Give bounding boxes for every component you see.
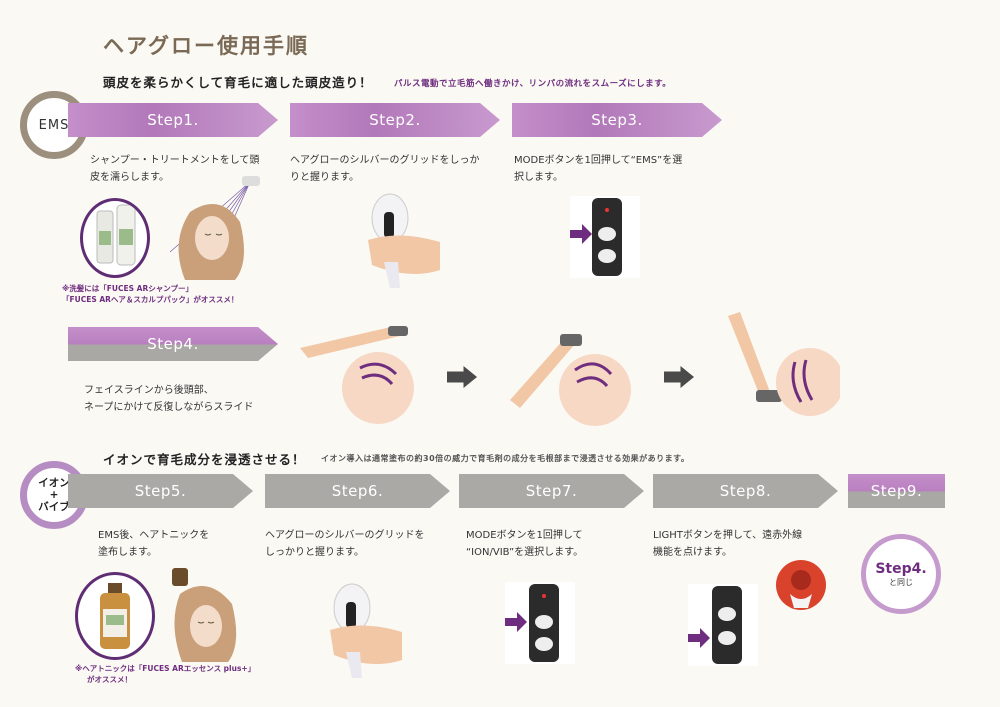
step4-ref-label: Step4. bbox=[875, 560, 927, 577]
step4-description: フェイスラインから後頭部、 ネープにかけて反復しながらスライド bbox=[84, 382, 253, 416]
shampoo-note: ※洗髪には「FUCES ARシャンプー」 「FUCES ARヘア＆スカルプパック… bbox=[62, 283, 238, 305]
step1-label: Step1. bbox=[147, 111, 199, 129]
tonic-woman-illustration bbox=[172, 568, 237, 662]
step2-arrow: Step2. bbox=[290, 103, 500, 137]
step3-desc-line: 択します。 bbox=[514, 172, 563, 183]
note-line: がオススメ！ bbox=[87, 675, 132, 684]
ems-badge-label: EMS bbox=[38, 117, 70, 133]
head-top-illustration bbox=[510, 334, 631, 426]
step7-arrow: Step7. bbox=[459, 474, 644, 508]
step6-label: Step6. bbox=[331, 482, 384, 500]
head-face-illustration bbox=[300, 326, 414, 424]
step5-label: Step5. bbox=[134, 482, 187, 500]
step5-arrow: Step5. bbox=[68, 474, 253, 508]
step5-desc-line: 塗布します。 bbox=[98, 547, 157, 558]
device-grip-illustration bbox=[330, 583, 402, 678]
step6-description: ヘアグローのシルバーのグリッドを しっかりと握ります。 bbox=[265, 527, 425, 561]
step7-description: MODEボタンを1回押して “ION/VIB”を選択します。 bbox=[466, 527, 583, 561]
step7-desc-line: MODEボタンを1回押して bbox=[466, 530, 583, 541]
step9-block: Step9. bbox=[848, 474, 945, 508]
head-back-illustration bbox=[728, 312, 840, 416]
step6-arrow: Step6. bbox=[265, 474, 450, 508]
badge-line: + bbox=[49, 489, 59, 501]
step6-desc-line: しっかりと握ります。 bbox=[265, 547, 364, 558]
step8-desc-line: 機能を点けます。 bbox=[653, 547, 732, 558]
flow-arrow-icon bbox=[664, 366, 694, 388]
step5-desc-line: EMS後、ヘアトニックを bbox=[98, 530, 210, 541]
note-line: ※洗髪には「FUCES ARシャンプー」 bbox=[62, 284, 193, 293]
badge-line: バイブ bbox=[38, 501, 70, 513]
step1-desc-line: 皮を濡らします。 bbox=[90, 172, 169, 183]
step3-label: Step3. bbox=[591, 111, 643, 129]
badge-line: イオン bbox=[38, 477, 70, 489]
same-as-label: と同じ bbox=[889, 577, 913, 587]
step8-arrow: Step8. bbox=[653, 474, 838, 508]
tonic-product-image bbox=[75, 572, 155, 660]
tonic-note: ※ヘアトニックは「FUCES ARエッセンス plus+」 がオススメ！ bbox=[75, 663, 255, 685]
page-title: ヘアグロー使用手順 bbox=[103, 34, 309, 58]
ems-section-heading: 頭皮を柔らかくして育毛に適した頭皮造り！ bbox=[103, 75, 373, 90]
step9-same-as-step4-badge: Step4. と同じ bbox=[861, 534, 941, 614]
step4-desc-line: ネープにかけて反復しながらスライド bbox=[84, 402, 254, 413]
shampoo-product-image bbox=[80, 198, 150, 278]
step2-description: ヘアグローのシルバーのグリッドをしっか りと握ります。 bbox=[290, 152, 480, 186]
step6-desc-line: ヘアグローのシルバーのグリッドを bbox=[265, 530, 425, 541]
device-panel-step7 bbox=[505, 582, 575, 664]
step7-label: Step7. bbox=[525, 482, 578, 500]
flow-arrow-icon bbox=[447, 366, 477, 388]
device-panel-step3 bbox=[570, 196, 640, 278]
step9-label: Step9. bbox=[870, 482, 923, 500]
step3-arrow: Step3. bbox=[512, 103, 722, 137]
note-line: 「FUCES ARヘア＆スカルプパック」がオススメ！ bbox=[62, 295, 239, 304]
step4-desc-line: フェイスラインから後頭部、 bbox=[84, 385, 214, 396]
step2-desc-line: ヘアグローのシルバーのグリッドをしっか bbox=[290, 155, 480, 166]
red-light-image bbox=[776, 560, 826, 610]
step8-desc-line: LIGHTボタンを押して、遠赤外線 bbox=[653, 530, 803, 541]
step2-desc-line: りと握ります。 bbox=[290, 172, 359, 183]
step5-description: EMS後、ヘアトニックを 塗布します。 bbox=[98, 527, 209, 561]
step2-label: Step2. bbox=[369, 111, 421, 129]
step1-description: シャンプー・トリートメントをして頭 皮を濡らします。 bbox=[90, 152, 259, 186]
step8-label: Step8. bbox=[719, 482, 772, 500]
shower-woman-illustration bbox=[169, 176, 260, 280]
step1-desc-line: シャンプー・トリートメントをして頭 bbox=[90, 155, 260, 166]
step4-arrow: Step4. bbox=[68, 327, 278, 361]
step8-description: LIGHTボタンを押して、遠赤外線 機能を点けます。 bbox=[653, 527, 802, 561]
step1-arrow: Step1. bbox=[68, 103, 278, 137]
step3-description: MODEボタンを1回押して“EMS”を選 択します。 bbox=[514, 152, 682, 186]
note-line: ※ヘアトニックは「FUCES ARエッセンス plus+」 bbox=[75, 664, 256, 673]
step3-desc-line: MODEボタンを1回押して“EMS”を選 bbox=[514, 155, 683, 166]
step7-desc-line: “ION/VIB”を選択します。 bbox=[466, 547, 584, 558]
device-grip-illustration bbox=[368, 193, 440, 288]
device-panel-step8 bbox=[688, 584, 758, 666]
ion-section-heading: イオンで育毛成分を浸透させる！ bbox=[103, 452, 306, 467]
ems-section-subtext: パルス電動で立毛筋へ働きかけ、リンパの流れをスムーズにします。 bbox=[394, 79, 672, 89]
step4-label: Step4. bbox=[147, 335, 199, 353]
ion-section-subtext: イオン導入は通常塗布の約30倍の威力で育毛剤の成分を毛根部まで浸透させる効果があ… bbox=[321, 454, 690, 463]
